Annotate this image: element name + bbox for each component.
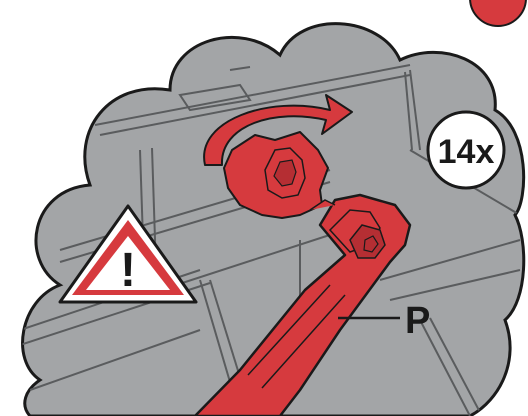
star-knob-icon <box>224 132 328 218</box>
warning-glyph: ! <box>120 244 136 297</box>
quantity-badge: 14x <box>428 112 504 188</box>
quantity-badge-text: 14x <box>438 133 495 171</box>
corner-step-marker <box>470 0 526 26</box>
tool-label-text: P <box>405 300 430 342</box>
